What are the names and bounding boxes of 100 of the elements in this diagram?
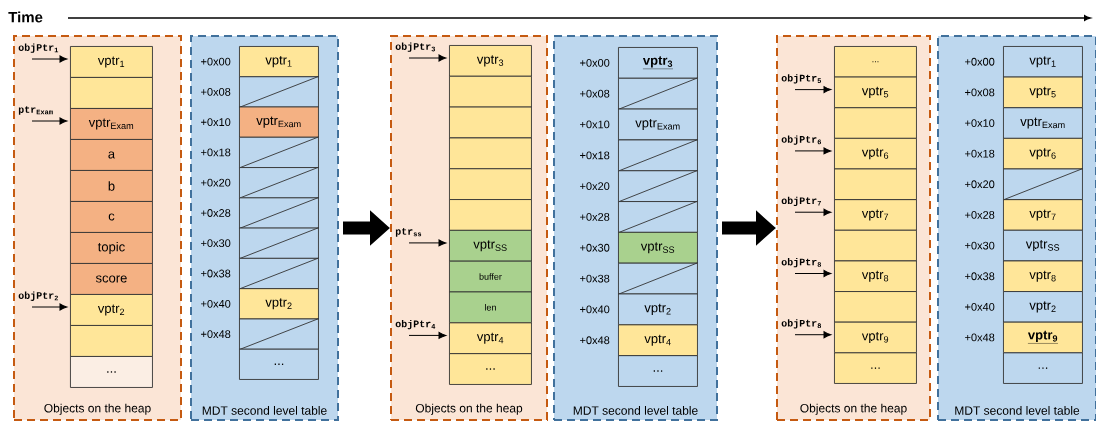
memory-cell: c [70,201,153,233]
offset-label: +0x00 [201,57,231,66]
offset-label: +0x28 [965,211,995,219]
memory-cell: score [70,263,153,295]
memory-cell: ... [70,356,153,388]
offset-label: +0x30 [201,239,231,248]
arrow [794,147,832,155]
memory-cell: topic [70,232,153,264]
memory-cell: vptr$_{2}$ [239,288,319,320]
arrow [408,54,447,62]
offset-label: +0x28 [201,209,231,217]
offset-label: +0x08 [580,89,610,98]
arrow [408,331,447,339]
pointer-label: objPtr$_{3}$ [395,42,436,52]
memory-cell: vptr$_{4}$ [618,324,698,357]
memory-cell: ... [618,355,698,387]
pointer-label: objPtr$_{4}$ [395,319,436,330]
pointer-label: objPtr$_{5}$ [781,74,822,84]
offset-label: +0x48 [580,336,610,345]
memory-cell [70,325,153,357]
memory-cell: vptr$_{3}$ [449,45,532,77]
memory-cell: vptr$_{Exam}$ [1003,107,1083,139]
pointer-label: ptr$_{ss}$ [395,228,422,237]
memory-cell: vptr$_{1}$ [70,46,153,78]
offset-label: +0x40 [201,299,231,308]
memory-cell: vptr$_{2}$ [618,293,698,326]
memory-cell: vptr$_{Exam}$ [618,108,698,141]
offset-label: +0x30 [580,243,610,252]
offset-label: +0x20 [580,182,610,191]
memory-cell: vptr$_{7}$ [834,199,917,231]
memory-cell [449,199,532,231]
memory-cell: ... [1003,352,1083,384]
memory-cell [834,168,917,200]
memory-cell [449,106,532,139]
memory-cell: vptr$_{7}$ [1003,199,1083,231]
pointer-label: objPtr$_{1}$ [18,43,59,53]
pointer-label: ptr$_{Exam}$ [18,106,53,115]
offset-label: +0x10 [580,120,610,129]
arrow [408,239,447,247]
memory-cell: vptr$_{9}$ [834,321,917,354]
offset-label: +0x28 [580,213,610,221]
memory-cell: vptr$_{8}$ [1003,260,1083,292]
memory-cell: vptr$_{4}$ [449,322,532,355]
offset-label: +0x00 [580,58,610,67]
offset-label: +0x10 [965,119,995,127]
memory-cell: b [70,170,153,202]
pointer-label: objPtr$_{6}$ [781,135,821,145]
title: Time [8,11,43,23]
memory-cell: vptr$_{SS}$ [1003,229,1083,262]
memory-cell [70,77,153,109]
memory-cell [449,137,532,170]
offset-label: +0x20 [201,178,231,187]
offset-label: +0x38 [580,274,610,283]
offset-label: +0x48 [965,333,995,342]
memory-cell: vptr$_{1}$ [239,46,319,78]
offset-label: +0x38 [965,272,995,281]
memory-cell: vptr$_{6}$ [1003,137,1083,170]
pointer-label: objPtr$_{8}$ [781,319,822,329]
memory-cell: vptr$_{SS}$ [449,229,532,262]
memory-cell: ... [834,46,917,78]
memory-cell: vptr$_{9}$ [1003,321,1083,354]
memory-cell: ... [449,353,532,385]
pointer-label: objPtr$_{8}$ [781,258,822,268]
arrow [31,117,68,125]
memory-cell: vptr$_{5}$ [1003,76,1083,109]
arrow [794,269,832,278]
arrow [794,331,832,339]
arrow [794,208,832,216]
memory-cell: vptr$_{Exam}$ [239,106,319,138]
memory-cell: a [70,139,153,171]
arrow [31,303,68,311]
memory-cell: len [449,291,532,324]
arrow [31,55,68,63]
pointer-label: objPtr$_{2}$ [18,291,58,301]
memory-cell [834,229,917,262]
offset-label: +0x40 [580,305,610,314]
offset-label: +0x30 [965,241,995,250]
offset-label: +0x38 [201,269,231,278]
memory-cell [449,75,532,108]
pointer-label: objPtr$_{7}$ [781,196,821,207]
arrow [794,86,832,94]
offset-label: +0x10 [201,118,231,126]
memory-cell: vptr$_{6}$ [834,137,917,170]
offset-label: +0x00 [965,57,995,66]
memory-cell: ... [239,348,319,380]
memory-cell: vptr$_{8}$ [834,260,917,292]
memory-cell: vptr$_{3}$ [618,47,698,79]
memory-cell: ... [834,352,917,384]
memory-cell [834,107,917,139]
offset-label: +0x08 [965,88,995,97]
memory-cell: vptr$_{2}$ [1003,291,1083,323]
memory-cell: vptr$_{SS}$ [618,231,698,264]
memory-cell: vptr$_{1}$ [1003,46,1083,78]
memory-cell: vptr$_{Exam}$ [70,108,153,140]
memory-cell: vptr$_{2}$ [70,294,153,326]
memory-cell [834,291,917,323]
offset-label: +0x40 [965,302,995,311]
memory-cell [449,168,532,200]
offset-label: +0x18 [965,149,995,158]
offset-label: +0x08 [201,88,231,96]
